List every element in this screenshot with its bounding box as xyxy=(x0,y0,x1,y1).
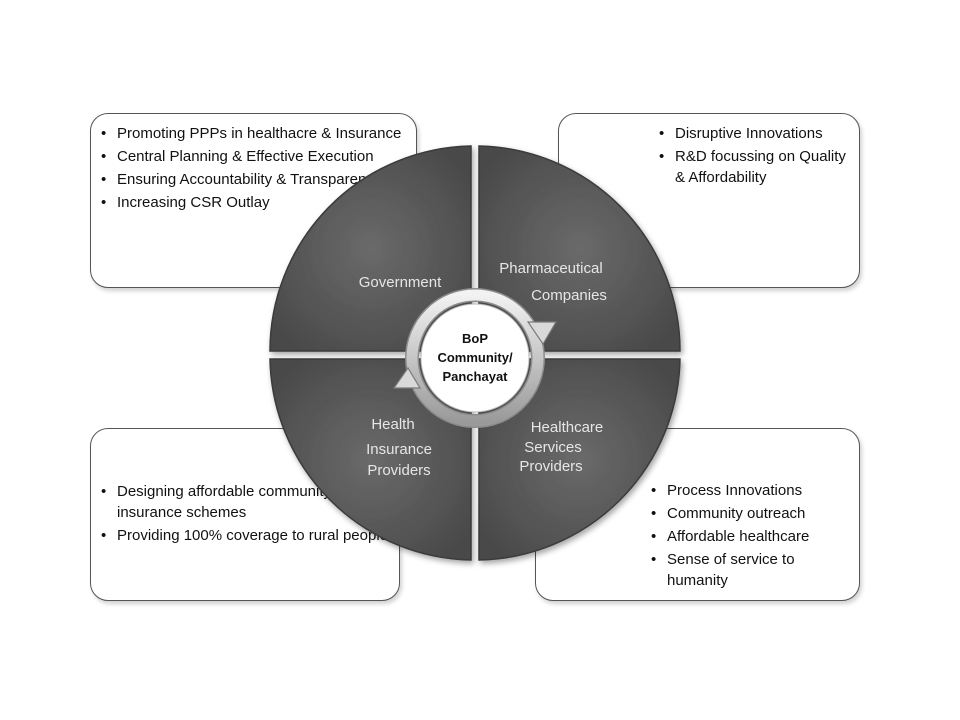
government-quadrant xyxy=(269,145,472,352)
list-item: Increasing CSR Outlay xyxy=(99,192,406,213)
list-item: Affordable healthcare xyxy=(649,526,849,547)
arrowhead-right-icon xyxy=(526,321,558,346)
list-item: Designing affordable community health in… xyxy=(99,481,389,523)
list-item: Ensuring Accountability & Transparency xyxy=(99,169,406,190)
list-item: Providing 100% coverage to rural people xyxy=(99,525,389,546)
healthcare-label-line2: Services xyxy=(524,439,582,456)
list-item: R&D focussing on Quality & Affordability xyxy=(657,146,849,188)
center-label-line3: Panchayat xyxy=(442,369,508,384)
list-item: Community outreach xyxy=(649,503,849,524)
pharma-roles-list: Disruptive Innovations R&D focussing on … xyxy=(657,123,849,188)
list-item: Disruptive Innovations xyxy=(657,123,849,144)
insurance-label-line2: Insurance xyxy=(366,441,432,458)
pharma-label-line2: Companies xyxy=(531,287,607,304)
center-label-line2: Community/ xyxy=(437,350,513,365)
government-roles-list: Promoting PPPs in healthacre & Insurance… xyxy=(99,123,406,213)
list-item: Sense of service to humanity xyxy=(649,549,849,591)
pharma-label-line1: Pharmaceutical xyxy=(499,260,602,277)
pharma-quadrant xyxy=(478,145,681,352)
healthcare-label-line1: Healthcare xyxy=(531,419,604,436)
insurance-label-line1: Health xyxy=(371,416,414,433)
list-item: Promoting PPPs in healthacre & Insurance xyxy=(99,123,406,144)
insurance-roles-list: Designing affordable community health in… xyxy=(99,481,389,546)
cycle-arrows xyxy=(392,288,558,428)
healthcare-label-line3: Providers xyxy=(519,458,582,475)
insurance-quadrant xyxy=(269,358,472,561)
insurance-label-line3: Providers xyxy=(367,462,430,479)
center-label-line1: BoP xyxy=(462,331,488,346)
list-item: Process Innovations xyxy=(649,480,849,501)
healthcare-quadrant xyxy=(478,358,681,561)
arrowhead-left-icon xyxy=(392,366,422,389)
list-item: Central Planning & Effective Execution xyxy=(99,146,406,167)
government-label: Government xyxy=(359,274,442,291)
center-circle xyxy=(420,303,530,413)
healthcare-roles-list: Process Innovations Community outreach A… xyxy=(649,480,849,591)
